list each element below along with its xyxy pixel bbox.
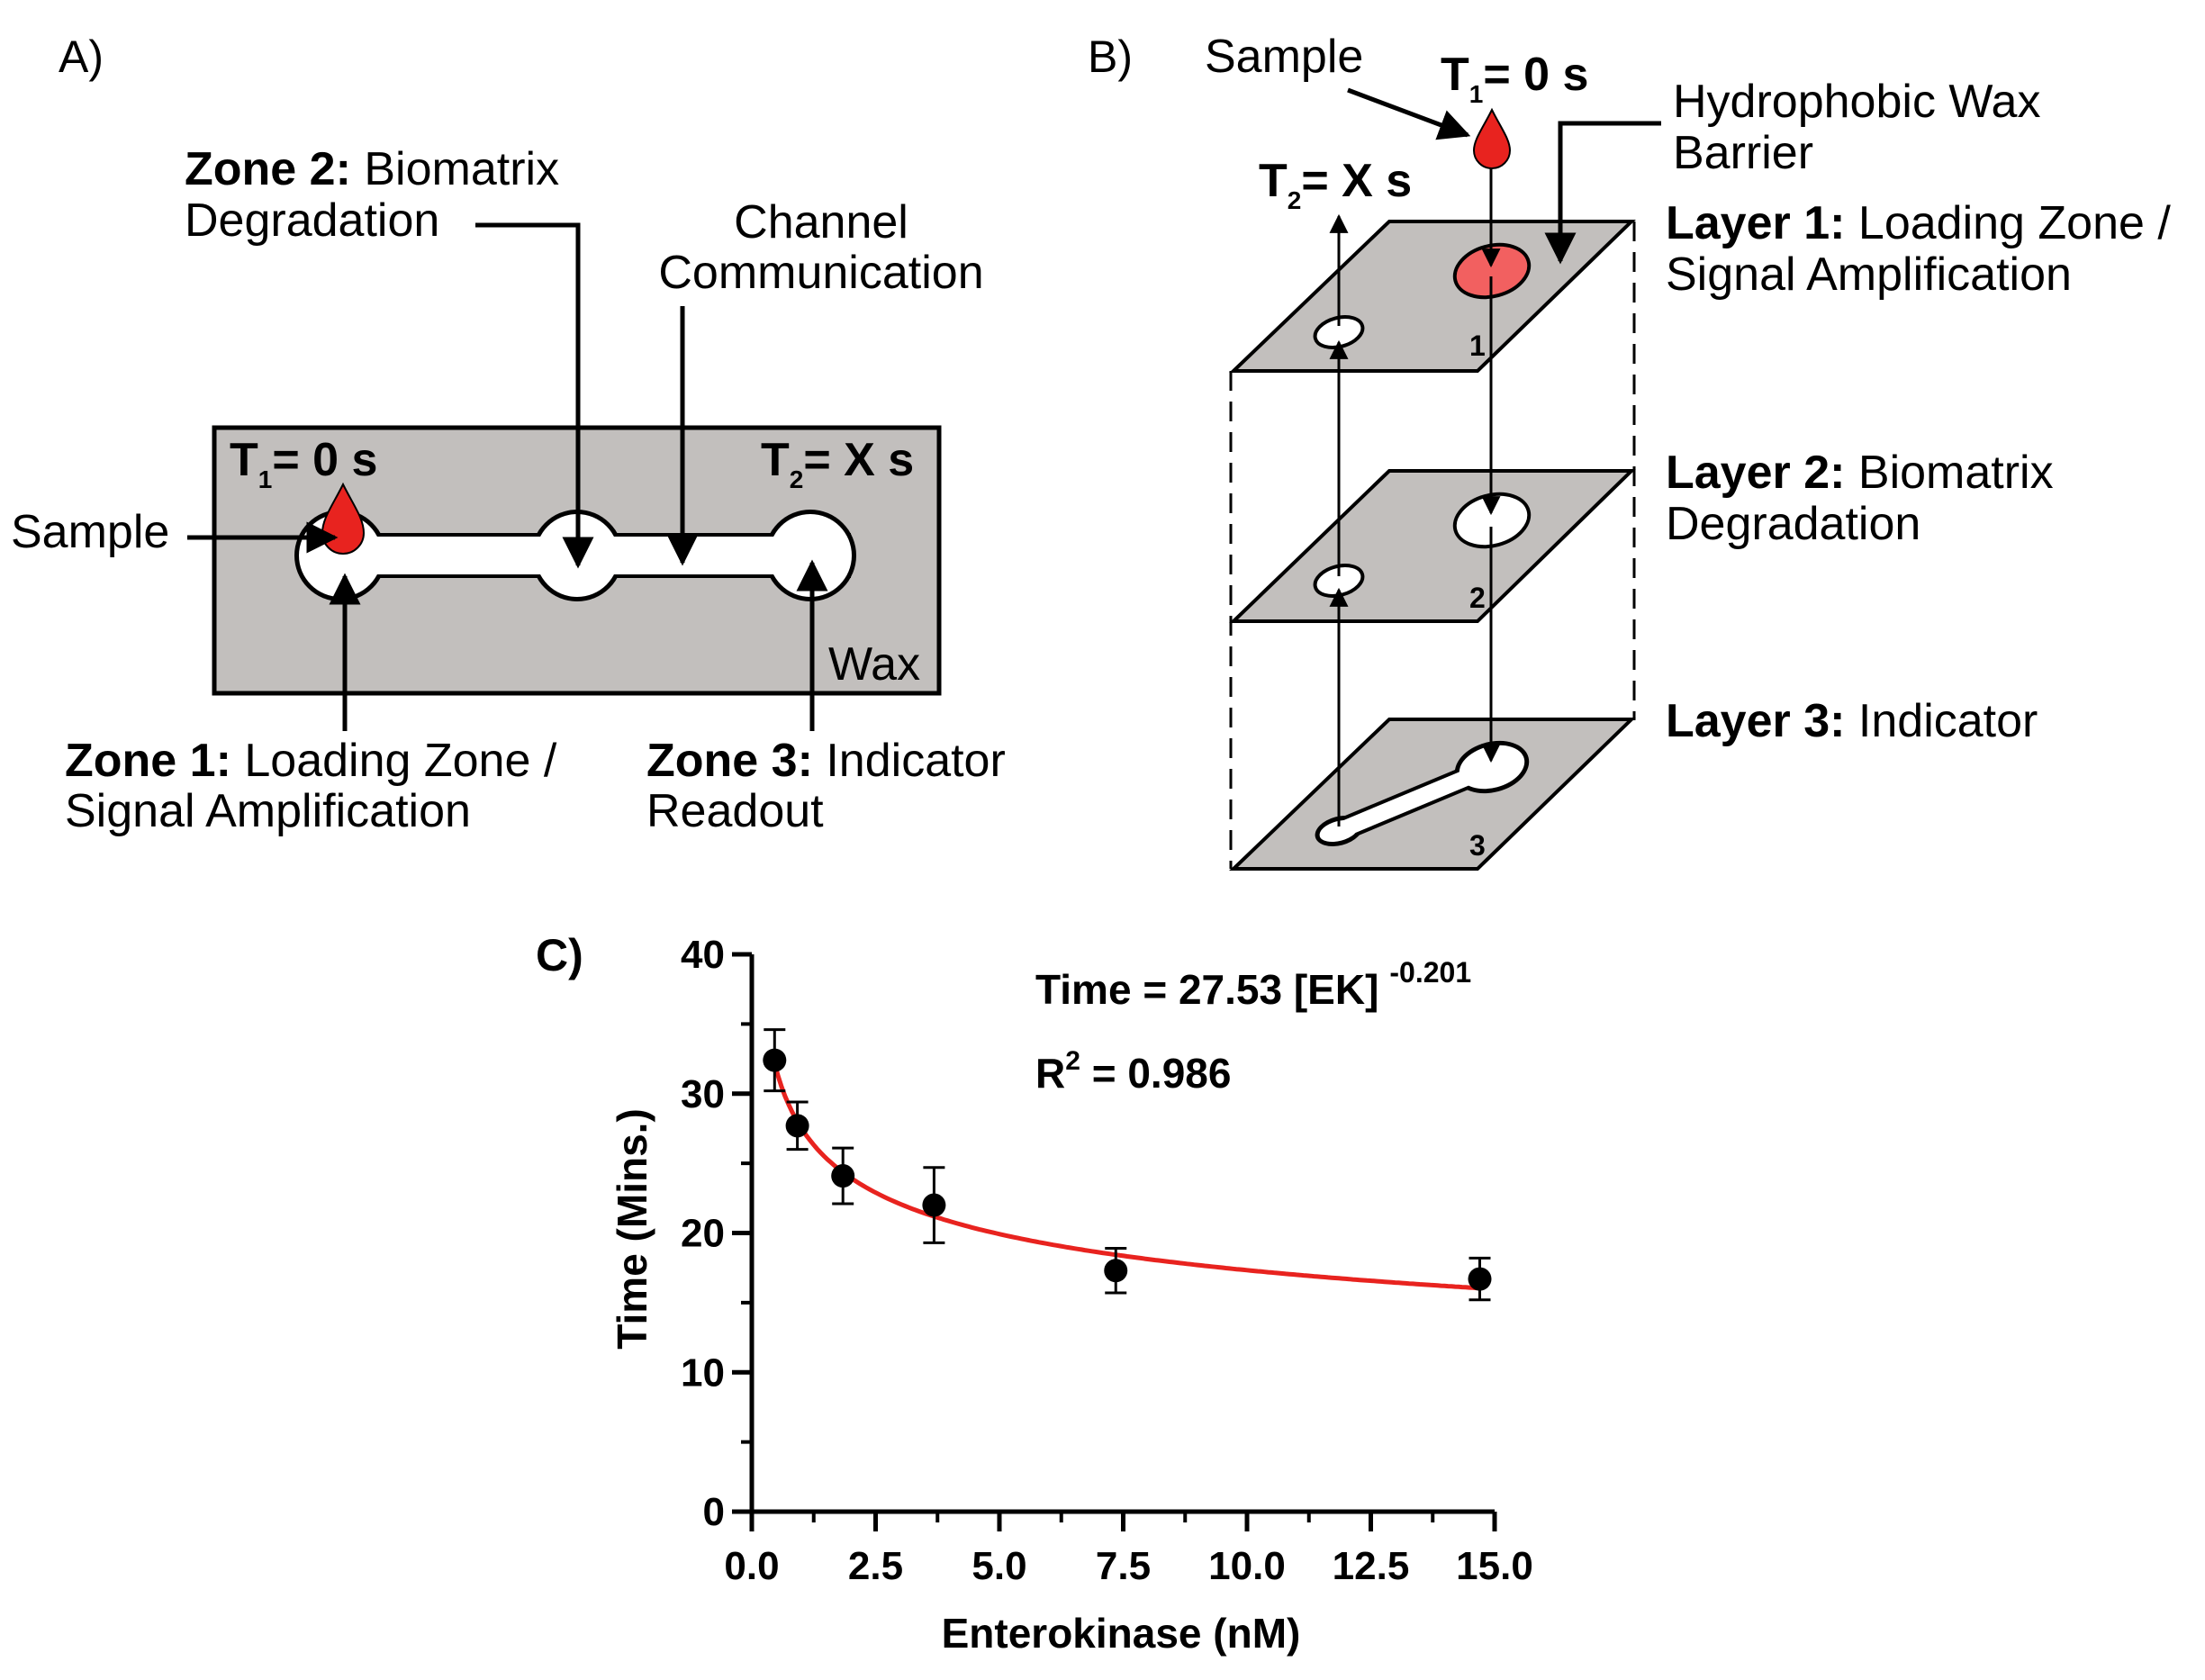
layer3-label: Layer 3: Indicator: [1666, 695, 2038, 747]
data-points: [763, 1028, 1492, 1302]
y-tick-label: 10: [681, 1350, 725, 1395]
layer-2-sheet: [1229, 469, 1636, 623]
zone1-label: Zone 1: Loading Zone /: [65, 735, 557, 787]
x-tick-label: 15.0: [1456, 1544, 1533, 1588]
x-tick-label: 10.0: [1208, 1544, 1286, 1588]
x-tick-label: 5.0: [971, 1544, 1026, 1588]
zone2-label: Zone 2: Biomatrix: [185, 143, 559, 195]
sheet-number-3: 3: [1469, 829, 1486, 862]
y-axis-title: Time (Mins.): [609, 1108, 655, 1350]
flow-arrows: [1329, 165, 1501, 826]
sample-arrow-b: [1347, 87, 1471, 140]
layer1-label: Layer 1: Loading Zone /: [1666, 197, 2171, 249]
layer2-label: Layer 2: Biomatrix: [1666, 447, 2054, 499]
wax-label: Wax: [828, 638, 920, 691]
layer-2-degradation-zone: [1452, 492, 1532, 549]
data-point: [785, 1114, 809, 1138]
zone3-label: Zone 3: Indicator: [646, 735, 1006, 787]
y-tick-label: 0: [703, 1490, 725, 1534]
sample-label-b: Sample: [1205, 31, 1363, 83]
sheet-number-2: 2: [1469, 582, 1486, 614]
t2-label-b: T2= X s: [1259, 155, 1412, 214]
sheet-guides: [1229, 221, 1636, 869]
x-tick-label: 0.0: [724, 1544, 779, 1588]
fit-curve-group: [772, 1062, 1480, 1291]
layer-1-sheet: [1229, 220, 1636, 373]
t1-label: T1= 0 s: [230, 434, 377, 493]
zone1-label-line2: Signal Amplification: [65, 785, 471, 837]
panel-c-label: C): [536, 930, 583, 980]
y-tick-label: 30: [681, 1072, 725, 1116]
chart-axes: 0 10 20 30 40 0.0 2.5 5.0 7.5 10.0 12.5 15.0: [681, 933, 1533, 1588]
panel-c: C) 0 10 20 30 40 0.0 2.5 5.0 7.5 10.0 12.5 15.0 Tim…: [536, 930, 1533, 1657]
panel-b: B) 1 2 3: [1088, 31, 2171, 871]
fit-equation: Time = 27.53 [EK]-0.201: [1035, 956, 1471, 1013]
x-axis-title: Enterokinase (nM): [942, 1610, 1301, 1657]
panel-b-label: B): [1088, 32, 1133, 82]
data-point: [1104, 1259, 1128, 1283]
fit-curve: [772, 1062, 1480, 1291]
wax-barrier-arrow: [1544, 121, 1661, 265]
wax-barrier-label: Hydrophobic Wax: [1673, 76, 2040, 128]
data-point: [831, 1164, 855, 1188]
sheet-number-1: 1: [1469, 330, 1486, 362]
channel-label: Channel: [734, 196, 908, 248]
y-tick-label: 20: [681, 1212, 725, 1256]
panel-a-label: A): [59, 32, 104, 82]
layer-3-indicator-channel: [1315, 740, 1530, 846]
x-tick-label: 7.5: [1096, 1544, 1151, 1588]
t2-label: T2= X s: [761, 434, 914, 493]
data-point: [922, 1193, 946, 1217]
y-tick-label: 40: [681, 933, 725, 977]
layer1-label-line2: Signal Amplification: [1666, 248, 2072, 301]
zone2-label-line2: Degradation: [185, 194, 439, 247]
x-tick-label: 12.5: [1333, 1544, 1410, 1588]
layer-1-loading-zone: [1452, 242, 1532, 300]
sample-label: Sample: [11, 506, 169, 558]
zone2-arrow: [475, 222, 594, 569]
zone3-label-line2: Readout: [646, 785, 824, 837]
panel-a: A) Zone 2: Biomatrix Degradation Channel…: [11, 32, 1006, 837]
wax-barrier-label-line2: Barrier: [1673, 127, 1813, 179]
layer2-label-line2: Degradation: [1666, 498, 1920, 550]
r-squared: R2 = 0.986: [1035, 1046, 1231, 1097]
x-tick-label: 2.5: [848, 1544, 903, 1588]
t1-label-b: T1= 0 s: [1441, 49, 1588, 108]
data-point: [1468, 1267, 1492, 1291]
channel-label-line2: Communication: [658, 247, 983, 299]
data-point: [763, 1048, 787, 1072]
sample-drop-icon-b: [1472, 107, 1512, 169]
